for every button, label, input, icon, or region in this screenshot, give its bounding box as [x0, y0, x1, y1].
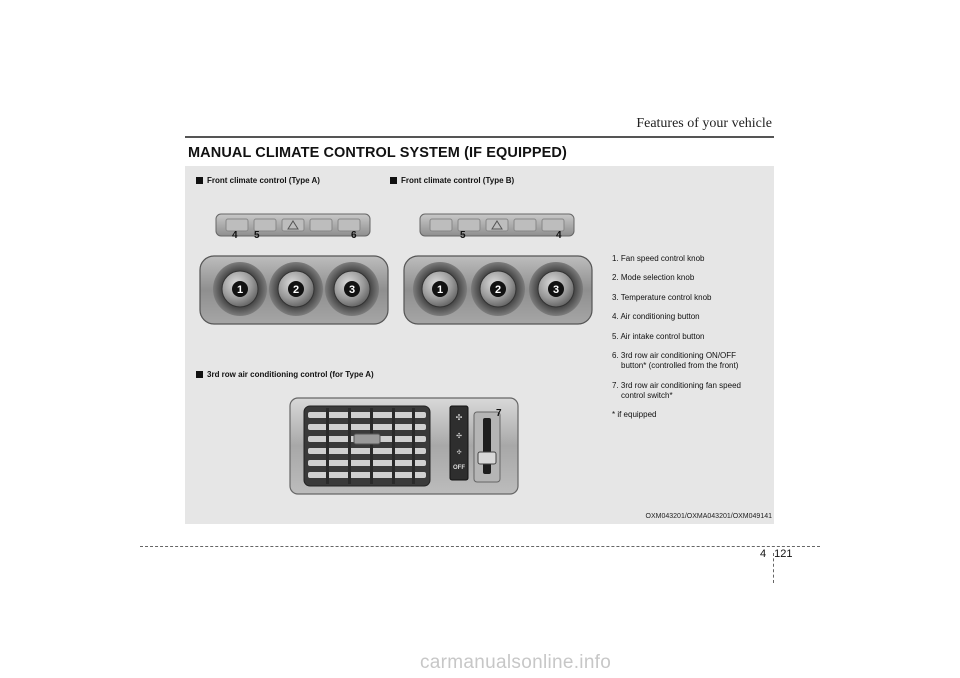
- legend-item: 3. Temperature control knob: [612, 292, 712, 302]
- section-title: MANUAL CLIMATE CONTROL SYSTEM (IF EQUIPP…: [188, 145, 567, 161]
- chapter-number: 4: [760, 548, 767, 560]
- legend-footnote: * if equipped: [612, 409, 657, 419]
- callout-label: 4: [232, 230, 238, 241]
- temperature-knob: 3: [529, 262, 583, 316]
- slider-track: [483, 418, 491, 474]
- svg-text:3: 3: [349, 284, 355, 296]
- vent-vanes: [326, 408, 415, 484]
- strip-button: [429, 218, 453, 232]
- svg-text:3: 3: [553, 284, 559, 296]
- front-climate-control-type-b-illustration: 5 4 1 2 3: [403, 213, 593, 325]
- strip-button: [225, 218, 249, 232]
- strip-button: [513, 218, 537, 232]
- mode-selection-knob: 2: [471, 262, 525, 316]
- square-bullet-icon: [196, 177, 203, 184]
- strip-button: [309, 218, 333, 232]
- legend-item: 4. Air conditioning button: [612, 312, 700, 322]
- callout-label: 5: [254, 230, 260, 241]
- callout-label: 4: [556, 230, 562, 241]
- front-climate-control-type-a-illustration: 4 5 6 1 2 3: [199, 213, 389, 325]
- strip-button: [337, 218, 361, 232]
- vent-louvers: [308, 412, 426, 478]
- page-number: 4 121: [760, 548, 792, 560]
- svg-text:2: 2: [495, 284, 501, 296]
- hazard-icon: [287, 220, 299, 230]
- vent-tab: [353, 433, 381, 445]
- fan-high-icon: ✣: [456, 413, 463, 422]
- mode-selection-knob: 2: [269, 262, 323, 316]
- watermark: carmanualsonline.info: [420, 652, 612, 673]
- caption-front-type-b: Front climate control (Type B): [390, 176, 514, 185]
- legend-item: 2. Mode selection knob: [612, 273, 695, 283]
- square-bullet-icon: [196, 371, 203, 378]
- temperature-knob: 3: [325, 262, 379, 316]
- page-number-value: 121: [774, 548, 793, 560]
- fan-speed-scale: [449, 405, 469, 481]
- strip-button: [485, 218, 509, 232]
- square-bullet-icon: [390, 177, 397, 184]
- caption-third-row: 3rd row air conditioning control (for Ty…: [196, 370, 374, 379]
- figure-reference-code: OXM043201/OXMA043201/OXM049141: [645, 513, 772, 520]
- fan-low-icon: ✣: [456, 449, 461, 456]
- strip-button: [541, 218, 565, 232]
- fan-speed-slider-handle: [477, 451, 497, 465]
- strip-button: [281, 218, 305, 232]
- hazard-icon: [491, 220, 503, 230]
- header-rule: [185, 136, 774, 138]
- legend-item: 1. Fan speed control knob: [612, 254, 705, 263]
- svg-text:2: 2: [293, 284, 299, 296]
- page-header-title: Features of your vehicle: [636, 116, 772, 131]
- legend-item: 5. Air intake control button: [612, 331, 705, 341]
- footer-dashed-divider: [773, 553, 774, 583]
- component-legend: 1. Fan speed control knob 2. Mode select…: [612, 254, 741, 429]
- svg-text:1: 1: [237, 284, 243, 296]
- strip-button: [457, 218, 481, 232]
- caption-front-type-a: Front climate control (Type A): [196, 176, 320, 185]
- off-label: OFF: [453, 465, 465, 471]
- third-row-ac-control-illustration: ✣ ✣ ✣ OFF 7: [289, 397, 519, 495]
- footer-dashed-rule: [140, 546, 820, 547]
- callout-label: 6: [351, 230, 357, 241]
- callout-label: 7: [496, 408, 502, 419]
- fan-speed-knob: 1: [413, 262, 467, 316]
- fan-speed-knob: 1: [213, 262, 267, 316]
- svg-text:1: 1: [437, 284, 443, 296]
- fan-mid-icon: ✣: [456, 432, 462, 440]
- strip-button: [253, 218, 277, 232]
- callout-label: 5: [460, 230, 466, 241]
